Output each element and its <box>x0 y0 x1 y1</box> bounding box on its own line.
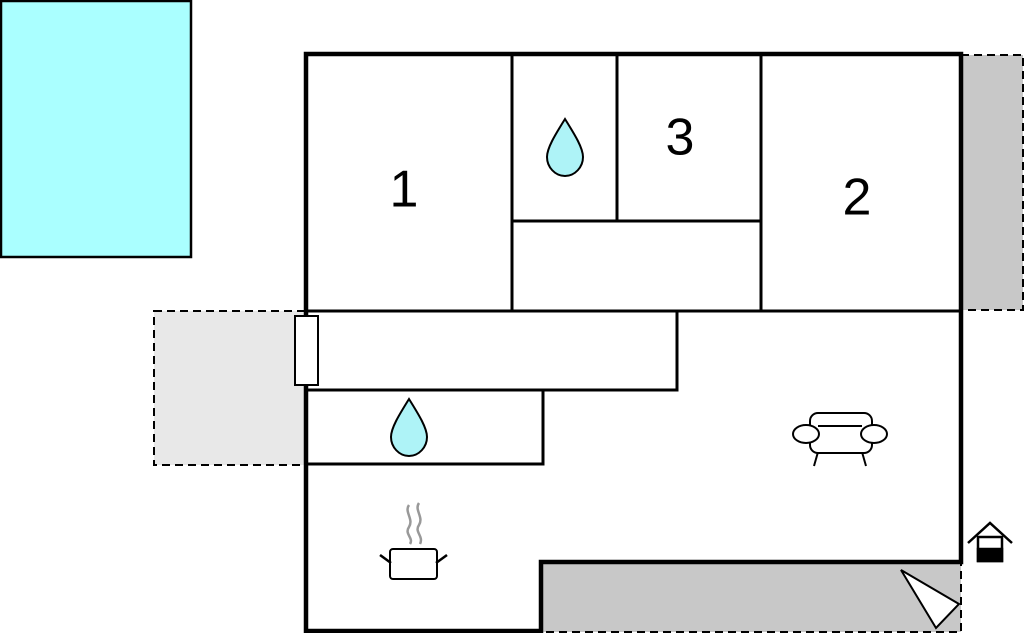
room-label-bedroom-1: 1 <box>390 161 419 219</box>
water-drop-icon <box>545 117 585 178</box>
door-icon <box>294 315 319 386</box>
water-drop-icon <box>389 397 429 458</box>
house-entrance-icon <box>967 521 1013 563</box>
room-label-bedroom-3: 3 <box>666 109 695 167</box>
open-terrace-left <box>153 310 307 466</box>
house-outline <box>303 51 964 633</box>
sofa-icon <box>792 412 888 467</box>
view-direction-icon <box>900 569 961 630</box>
cooking-pot-icon <box>379 502 448 580</box>
room-label-bedroom-2: 2 <box>843 169 872 227</box>
covered-terrace-bottom <box>540 561 962 633</box>
covered-terrace-right <box>960 54 1024 311</box>
interior-walls <box>306 54 961 466</box>
swimming-pool <box>0 0 193 259</box>
